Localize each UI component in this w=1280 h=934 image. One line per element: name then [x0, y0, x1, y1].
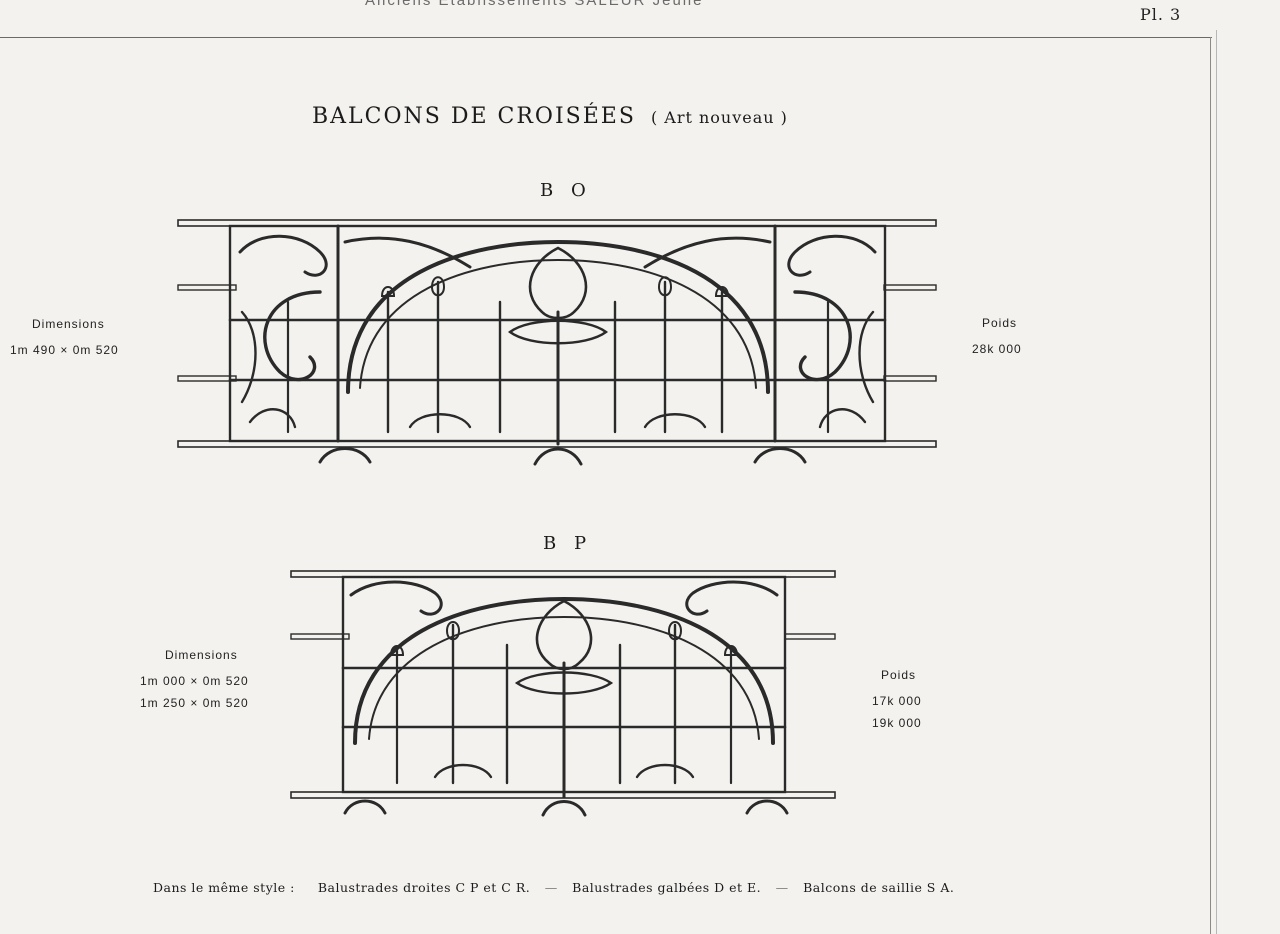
footer-separator: —	[775, 880, 789, 895]
footer-item-balustrades-galbees: Balustrades galbées D et E.	[572, 880, 762, 895]
weight-value-bp-2: 19k 000	[872, 716, 922, 730]
railing-bo-illustration	[177, 219, 937, 466]
dimension-value-bp-1: 1m 000 × 0m 520	[140, 674, 249, 688]
page-edge-top	[0, 37, 1212, 38]
footer-note: Dans le même style : Balustrades droites…	[153, 880, 954, 895]
dimension-value-bp-2: 1m 250 × 0m 520	[140, 696, 249, 710]
title-sub: ( Art nouveau )	[650, 108, 788, 127]
weight-label-bo: Poids	[982, 316, 1018, 330]
railing-bp-illustration	[290, 570, 836, 817]
dimensions-label-bp: Dimensions	[165, 648, 238, 662]
page-edge-right	[1210, 37, 1211, 934]
footer-item-balustrades-droites: Balustrades droites C P et C R.	[317, 880, 531, 895]
weight-label-bp: Poids	[881, 668, 917, 682]
title-main: BALCONS DE CROISÉES	[312, 104, 636, 129]
footer-item-balcons-saillie: Balcons de saillie S A.	[803, 880, 955, 895]
model-code-bp: B P	[543, 533, 593, 554]
footer-separator: —	[544, 880, 558, 895]
dimension-value-bo-1: 1m 490 × 0m 520	[10, 343, 119, 357]
model-code-bo: B O	[540, 180, 592, 201]
running-head: Anciens Etablissements SALEUR Jeune	[365, 0, 704, 9]
page-title: BALCONS DE CROISÉES ( Art nouveau )	[312, 104, 788, 129]
weight-value-bp-1: 17k 000	[872, 694, 922, 708]
weight-value-bo-1: 28k 000	[972, 342, 1022, 356]
footer-lead: Dans le même style :	[153, 880, 295, 895]
plate-number: Pl. 3	[1140, 5, 1182, 24]
page-edge-shadow	[1216, 30, 1217, 934]
dimensions-label-bo: Dimensions	[32, 317, 105, 331]
